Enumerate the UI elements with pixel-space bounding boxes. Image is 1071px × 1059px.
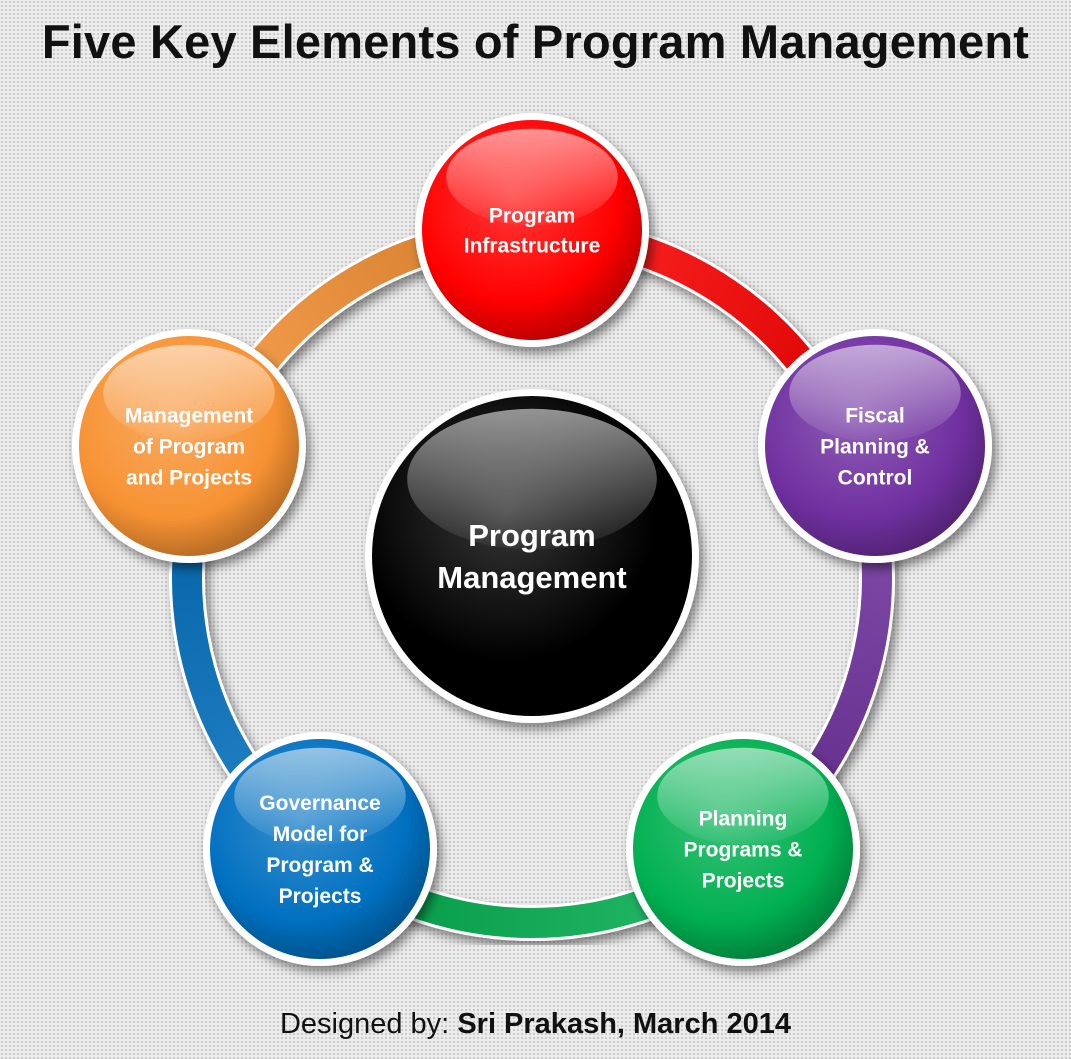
node-management-program-projects: Management of Program and Projects (72, 329, 306, 563)
node-program-infrastructure-gloss (446, 128, 618, 226)
node-fiscal-planning-control-label-line: Fiscal (845, 404, 905, 427)
page-title: Five Key Elements of Program Management (41, 15, 1030, 68)
node-planning-programs-projects-label-line: Planning (699, 807, 788, 830)
center-node-gloss (407, 408, 657, 550)
node-governance-model-label-line: Program & (266, 854, 373, 877)
credit-author: Sri Prakash, March 2014 (457, 1008, 792, 1040)
node-governance-model-label-line: Model for (273, 823, 368, 846)
node-program-infrastructure-label-line: Program (489, 204, 575, 227)
node-planning-programs-projects-label-line: Projects (702, 869, 785, 892)
node-planning-programs-projects-gloss (657, 747, 829, 845)
node-management-program-projects-gloss (103, 344, 275, 442)
node-management-program-projects-label: Management of Program and Projects (125, 404, 253, 489)
node-management-program-projects-label-line: and Projects (126, 466, 252, 489)
center-node-label-line: Program (468, 518, 595, 553)
center-node-label-line: Management (437, 560, 626, 595)
designer-credit: Designed by: Sri Prakash, March 2014 (0, 1008, 1071, 1041)
credit-prefix: Designed by: (279, 1008, 450, 1040)
node-planning-programs-projects-label-line: Programs & (683, 838, 802, 861)
node-management-program-projects-label-line: of Program (133, 435, 245, 458)
node-fiscal-planning-control-gloss (789, 344, 961, 442)
node-fiscal-planning-control-label-line: Control (838, 466, 913, 489)
node-governance-model-label-line: Governance (259, 792, 380, 815)
node-management-program-projects-label-line: Management (125, 404, 253, 427)
node-governance-model-label-line: Projects (279, 885, 362, 908)
node-program-infrastructure-label-line: Infrastructure (464, 234, 601, 257)
node-governance-model-gloss (234, 747, 406, 845)
node-fiscal-planning-control-label-line: Planning & (820, 435, 930, 458)
